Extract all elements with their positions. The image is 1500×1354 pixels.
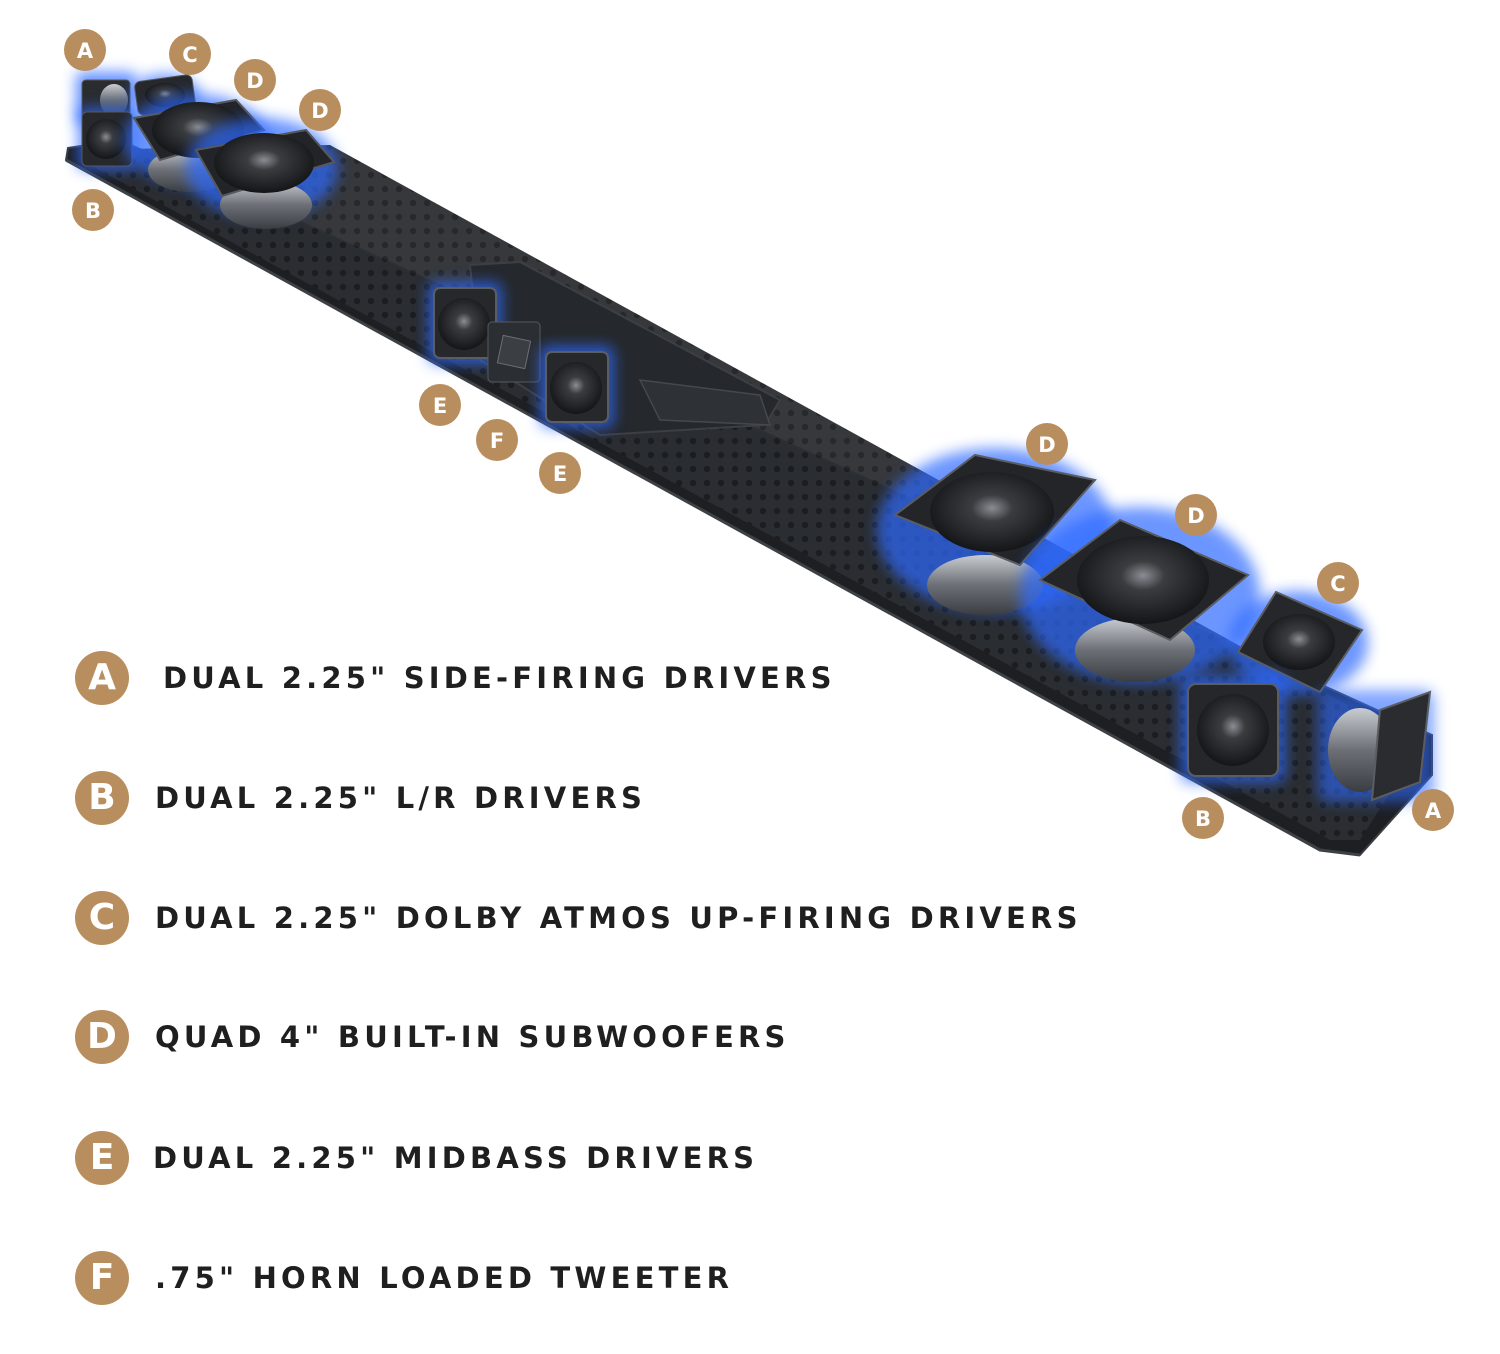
- callout-letter: E: [433, 394, 447, 418]
- legend-label-c: DUAL 2.25" DOLBY ATMOS UP-FIRING DRIVERS: [155, 901, 1082, 935]
- callout-badge-f: F: [476, 419, 518, 461]
- callout-letter: F: [490, 429, 504, 453]
- callout-badge-e: E: [419, 384, 461, 426]
- callout-badge-d: D: [234, 59, 276, 101]
- callout-letter: B: [85, 199, 101, 223]
- callout-badge-d: D: [299, 89, 341, 131]
- callout-circle: [419, 384, 461, 426]
- legend-label-f: .75" HORN LOADED TWEETER: [155, 1261, 734, 1295]
- legend-badge-a: A: [75, 651, 129, 705]
- legend-item-b: B DUAL 2.25" L/R DRIVERS: [75, 770, 646, 826]
- callout-circle: [299, 89, 341, 131]
- callout-badge-e: E: [539, 452, 581, 494]
- legend-item-c: C DUAL 2.25" DOLBY ATMOS UP-FIRING DRIVE…: [75, 890, 1082, 946]
- legend-label-b: DUAL 2.25" L/R DRIVERS: [155, 781, 647, 815]
- legend-label-a: DUAL 2.25" SIDE-FIRING DRIVERS: [163, 661, 836, 695]
- callout-letter: D: [1038, 433, 1055, 457]
- center-midbass-left: [428, 282, 502, 364]
- callout-circle: [1182, 797, 1224, 839]
- right-side-firing-driver: [1318, 690, 1434, 802]
- callout-badge-d: D: [1026, 423, 1068, 465]
- callout-letter: D: [1187, 504, 1204, 528]
- callout-circle: [169, 33, 211, 75]
- callout-badge-c: C: [169, 33, 211, 75]
- legend-item-a: A DUAL 2.25" SIDE-FIRING DRIVERS: [75, 650, 836, 706]
- legend-badge-e: E: [75, 1131, 129, 1185]
- callout-circle: [234, 59, 276, 101]
- callout-letter: C: [1330, 572, 1345, 596]
- right-subwoofer-2: [1020, 507, 1260, 683]
- legend-badge-f: F: [75, 1251, 129, 1305]
- center-midbass-right: [540, 346, 614, 428]
- left-lr-driver: [78, 108, 136, 170]
- legend-item-e: E DUAL 2.25" MIDBASS DRIVERS: [75, 1130, 758, 1186]
- callout-badge-c: C: [1317, 562, 1359, 604]
- callout-circle: [1412, 789, 1454, 831]
- callout-circle: [64, 29, 106, 71]
- callout-letter: A: [1425, 799, 1442, 823]
- center-tweeter: [487, 321, 541, 383]
- right-atmos-driver: [1228, 590, 1368, 695]
- left-subwoofer-2: [186, 118, 338, 229]
- legend-badge-b: B: [75, 771, 129, 825]
- right-lr-driver: [1180, 675, 1286, 783]
- legend-badge-d: D: [75, 1010, 129, 1064]
- callout-letter: B: [1195, 807, 1211, 831]
- callout-letter: D: [311, 99, 328, 123]
- legend-label-d: QUAD 4" BUILT-IN SUBWOOFERS: [155, 1020, 790, 1054]
- callout-badge-a: A: [1412, 789, 1454, 831]
- callout-letter: D: [246, 69, 263, 93]
- callout-circle: [476, 419, 518, 461]
- callout-badge-a: A: [64, 29, 106, 71]
- callout-circle: [1317, 562, 1359, 604]
- callout-badge-b: B: [1182, 797, 1224, 839]
- callout-circle: [1026, 423, 1068, 465]
- legend-item-d: D QUAD 4" BUILT-IN SUBWOOFERS: [75, 1009, 790, 1065]
- callout-badge-d: D: [1175, 494, 1217, 536]
- callout-letter: E: [553, 462, 567, 486]
- callout-circle: [72, 189, 114, 231]
- callout-letter: C: [182, 43, 197, 67]
- callout-circle: [1175, 494, 1217, 536]
- legend-item-f: F .75" HORN LOADED TWEETER: [75, 1250, 733, 1306]
- callout-badges: A C D D B E F E D D C B A: [64, 29, 1454, 839]
- callout-letter: A: [77, 39, 94, 63]
- right-subwoofer-1: [877, 448, 1113, 615]
- legend-badge-c: C: [75, 891, 129, 945]
- callout-badge-b: B: [72, 189, 114, 231]
- callout-circle: [539, 452, 581, 494]
- legend-label-e: DUAL 2.25" MIDBASS DRIVERS: [153, 1141, 759, 1175]
